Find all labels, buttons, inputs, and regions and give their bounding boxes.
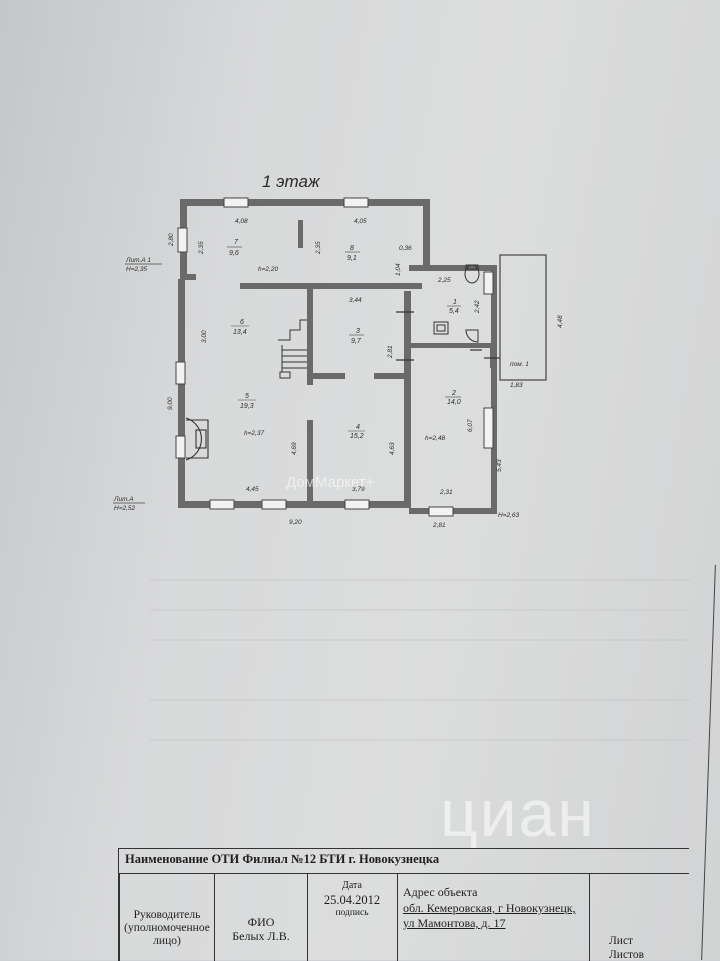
dim-036: 0,36 [399, 245, 412, 252]
room-4-num: 4 [356, 424, 360, 431]
room-2-num: 2 [451, 390, 456, 397]
dim-300: 3,00 [201, 330, 208, 343]
room-7-area: 9,6 [229, 250, 239, 257]
pom-label: пом. 1 [510, 361, 529, 368]
room-7-num: 7 [234, 239, 239, 246]
faded-form-lines [150, 579, 690, 741]
dim-231: 2,31 [439, 489, 453, 496]
address-line1: обл. Кемеровская, г Новокузнецк, [403, 901, 576, 915]
dim-543: 5,43 [496, 459, 503, 472]
dim-225: 2,25 [437, 277, 451, 284]
dim-235a: 2,35 [198, 241, 205, 255]
room-labels: 7 9,6 8 9,1 6 13,4 3 9,7 5 19,3 4 15,2 1… [227, 239, 461, 440]
dimension-labels: 4,08 4,05 2,35 2,35 2,80 0,36 1,04 2,25 … [167, 218, 564, 529]
lit-a-height: H=2,52 [114, 505, 136, 512]
floor-title: 1 этаж [262, 172, 321, 191]
room-3-num: 3 [356, 328, 360, 335]
date-label: Дата [342, 880, 362, 891]
dim-344: 3,44 [349, 297, 362, 304]
room-2-area: 14,0 [447, 399, 461, 406]
height-h248: h=2,48 [425, 435, 445, 442]
windows [175, 197, 494, 517]
lit-labels: Лит.А 1 H=2,35 Лит.А H=2,52 H=2,63 [113, 257, 520, 519]
fio-label: ФИО [247, 915, 275, 929]
sheet-label: Лист [609, 935, 634, 947]
height-h237: h=2,37 [244, 430, 264, 437]
title-block: Наименование ОТИ Филиал №12 БТИ г. Новок… [118, 848, 689, 961]
lit-a1-label: Лит.А 1 [125, 257, 151, 264]
dim-607: 6,07 [467, 419, 474, 432]
dim-445: 4,45 [246, 486, 259, 493]
room-8-num: 8 [350, 245, 354, 252]
height-labels: h=2,20 h=2,37 h=2,48 пом. 1 [244, 266, 529, 442]
dim-280: 2,80 [168, 233, 175, 247]
room-1-area: 5,4 [449, 308, 459, 315]
door-markers [396, 311, 500, 361]
dim-405: 4,05 [354, 218, 367, 225]
height-h220: h=2,20 [258, 266, 278, 273]
dim-448: 4,48 [557, 315, 564, 328]
dim-379: 3,79 [352, 486, 365, 493]
lit-a1-height: H=2,35 [126, 266, 148, 273]
room-1-num: 1 [453, 299, 457, 306]
cian-watermark: циан [440, 776, 596, 850]
toilet-icon [464, 264, 480, 284]
dim-281b: 2,81 [432, 522, 446, 529]
room-5-num: 5 [245, 393, 249, 400]
stove-icon [185, 417, 209, 461]
dim-235b: 2,35 [315, 241, 322, 255]
dim-920: 9,20 [289, 519, 302, 526]
right-height: H=2,63 [498, 512, 520, 519]
dim-408: 4,08 [235, 218, 248, 225]
dim-281: 2,81 [387, 345, 394, 359]
dim-469: 4,69 [291, 442, 298, 455]
room-6-area: 13,4 [233, 329, 247, 336]
staircase [278, 319, 307, 379]
room-8-area: 9,1 [347, 255, 357, 262]
date-value: 25.04.2012 [323, 893, 381, 907]
dommarket-watermark: ДомМаркет+ [286, 474, 375, 491]
dim-463: 4,63 [389, 442, 396, 455]
dim-900: 9,00 [167, 397, 174, 410]
dim-183: 1,83 [510, 382, 523, 389]
dim-104: 1,04 [395, 263, 402, 276]
org-label: Наименование ОТИ Филиал №12 БТИ г. Новок… [125, 852, 440, 866]
sink-icon [433, 321, 449, 335]
room-4-area: 15,2 [350, 433, 364, 440]
address-line2: ул Мамонтова, д. 17 [403, 916, 506, 930]
shower-icon [465, 329, 479, 343]
room-5-area: 19,3 [240, 403, 254, 410]
annex-walls [409, 254, 547, 514]
head-label: Руководитель (уполномоченное лицо) [124, 909, 210, 947]
lit-a-label: Лит.А [113, 496, 134, 503]
room-3-area: 9,7 [351, 338, 362, 345]
sign-label: подпись [335, 908, 369, 918]
dim-242: 2,42 [474, 300, 481, 314]
address-label: Адрес объекта [403, 885, 478, 899]
fio-value: Белых Л.В. [232, 929, 290, 943]
sheets-label: Листов [609, 949, 645, 961]
room-6-num: 6 [240, 319, 244, 326]
